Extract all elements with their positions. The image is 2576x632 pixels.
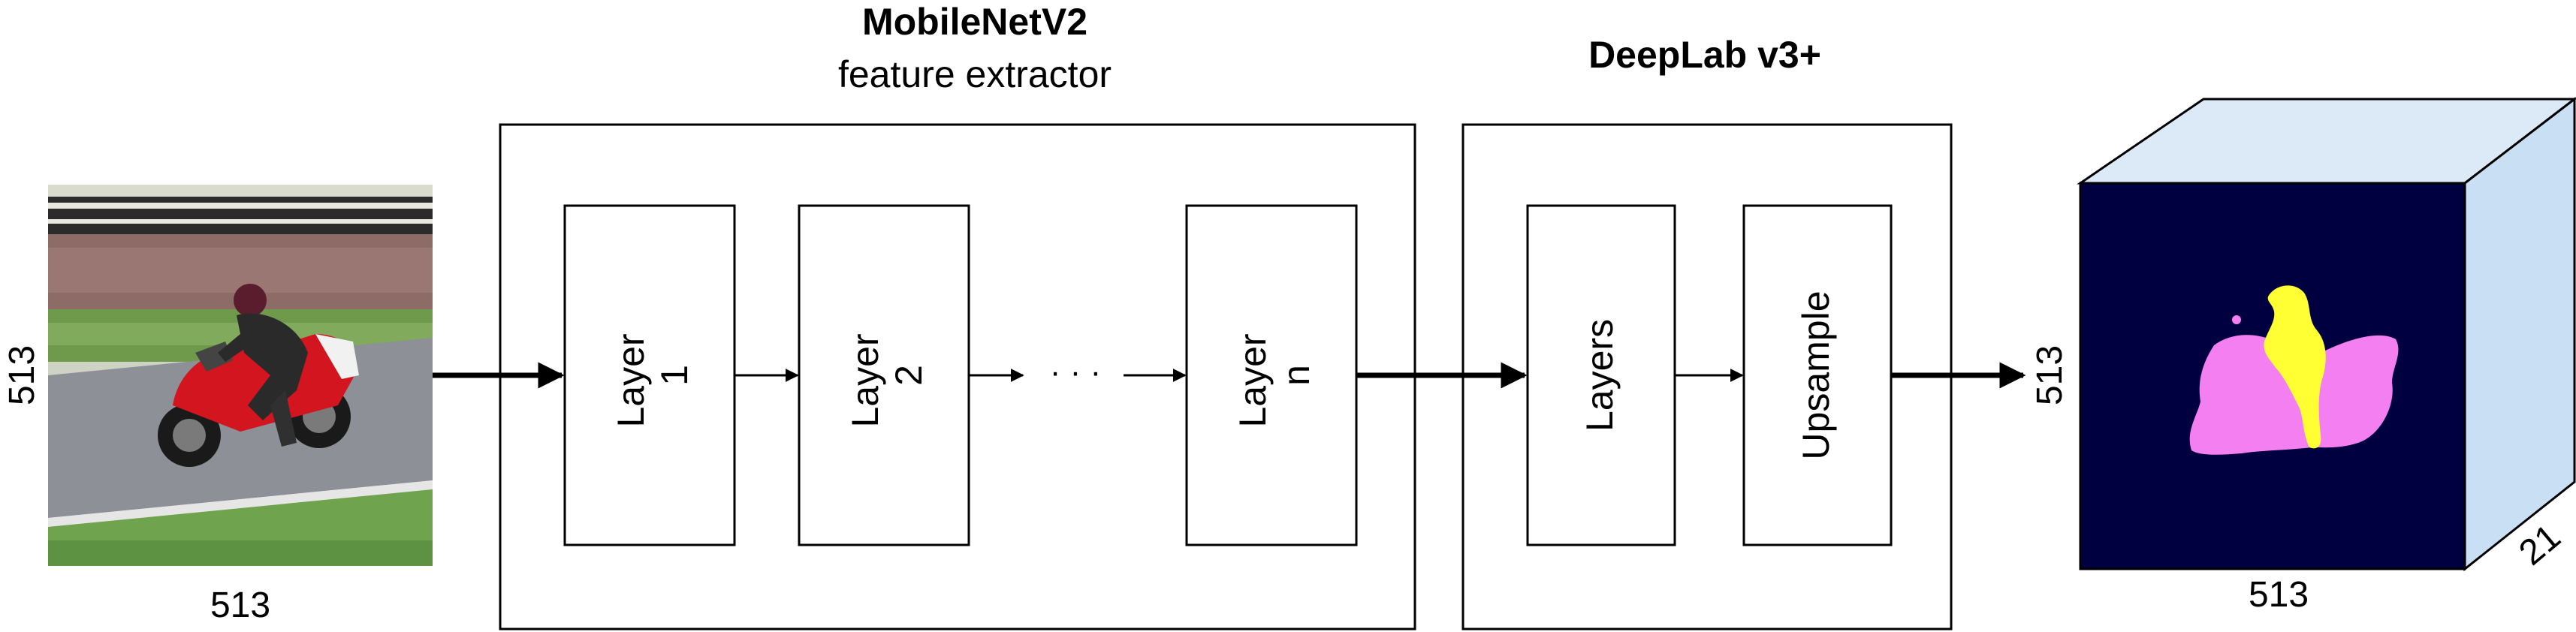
mobilenet-layer-1: Layer 1: [563, 204, 736, 546]
output-volume: [2077, 96, 2576, 572]
output-height-label: 513: [2030, 345, 2070, 405]
layer-1-line2: 1: [653, 365, 695, 386]
person-mask: [2264, 285, 2326, 449]
svg-text:Layer n: Layer n: [1232, 324, 1317, 428]
layer-2-line1: Layer: [844, 333, 886, 427]
deeplab-upsample-label: Upsample: [1795, 290, 1837, 459]
deeplab-upsample-block: Upsample: [1742, 204, 1893, 546]
mobilenet-layer-2: Layer 2: [798, 204, 970, 546]
deeplab-layers-block: Layers: [1526, 204, 1676, 546]
rider: [218, 284, 308, 447]
input-height-label: 513: [2, 345, 42, 405]
svg-text:Layer 1: Layer 1: [610, 324, 695, 428]
output-width-label: 513: [2249, 575, 2309, 615]
input-width-label: 513: [210, 585, 270, 625]
deeplab-title: DeepLab v3+: [1588, 34, 1821, 76]
input-image: [48, 185, 433, 566]
motorbike-mask-dot: [2232, 315, 2241, 324]
mobilenet-subtitle: feature extractor: [838, 53, 1112, 95]
layer-n-line1: Layer: [1232, 333, 1274, 427]
mobilenet-title: MobileNetV2: [862, 1, 1087, 43]
svg-text:Layer 2: Layer 2: [844, 324, 930, 428]
layer-n-line2: n: [1275, 365, 1317, 386]
deeplab-layers-label: Layers: [1579, 319, 1621, 432]
output-cube-side: [2463, 96, 2576, 572]
layer-1-line1: Layer: [610, 333, 652, 427]
layer-2-line2: 2: [888, 365, 930, 386]
ellipsis: · · ·: [1050, 354, 1101, 390]
mobilenet-layer-n: Layer n: [1185, 204, 1358, 546]
